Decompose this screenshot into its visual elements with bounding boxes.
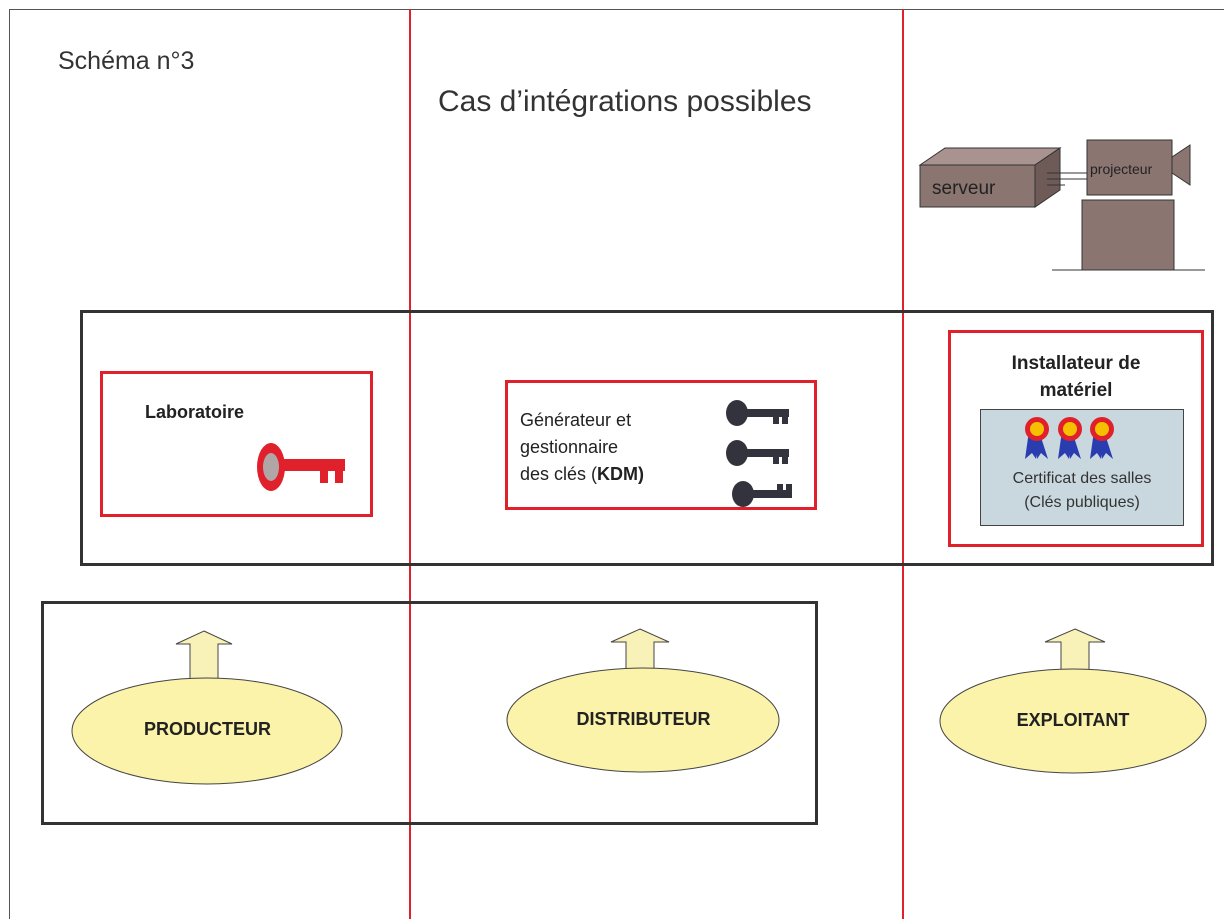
- page-frame: [9, 9, 1224, 919]
- installateur-title-line-2: matériel: [1039, 380, 1113, 401]
- distributeur-label: DISTRIBUTEUR: [576, 709, 711, 729]
- actors-band: [41, 601, 818, 825]
- generateur-line-3-suffix: ): [638, 464, 645, 484]
- certificate-line-1: Certificat des salles: [1012, 470, 1152, 487]
- dark-key-icon-2: [726, 440, 789, 466]
- dark-key-icon-1: [726, 400, 789, 426]
- projector-stand: [1081, 199, 1175, 271]
- certificate-panel: [980, 409, 1184, 526]
- producteur-ellipse: [71, 677, 343, 785]
- generateur-box: [505, 380, 817, 510]
- ribbon-icon-1: [1025, 417, 1049, 459]
- column-divider-1: [409, 9, 411, 919]
- award-ribbons-icon: [1025, 417, 1114, 459]
- exploitant-ellipse: [939, 668, 1207, 774]
- generateur-line-2: gestionnaire: [520, 437, 619, 457]
- laboratoire-box: [100, 371, 373, 517]
- integration-band: [80, 310, 1214, 566]
- ribbon-icon-2: [1058, 417, 1082, 459]
- distributeur-ellipse: [506, 667, 780, 773]
- server-projector-illustration: [918, 139, 1205, 271]
- producteur-label: PRODUCTEUR: [143, 719, 271, 739]
- projector-label: projecteur: [1090, 161, 1153, 177]
- red-key-icon: [257, 443, 345, 491]
- diagram-title: Cas d’intégrations possibles: [438, 85, 812, 118]
- installateur-title-line-1: Installateur de: [1011, 353, 1141, 374]
- server-icon: [918, 147, 1062, 208]
- key-set-icon: [726, 400, 792, 507]
- kdm-label: KDM: [597, 464, 639, 484]
- column-divider-2: [902, 9, 904, 919]
- generateur-line-3: des clés (KDM): [520, 464, 644, 485]
- certificate-line-2: (Clés publiques): [1024, 494, 1140, 511]
- generateur-line-1: Générateur et: [520, 410, 632, 430]
- laboratoire-label: Laboratoire: [145, 402, 245, 422]
- server-label: serveur: [932, 178, 996, 199]
- exploitant-label: EXPLOITANT: [1016, 710, 1130, 730]
- projector-icon: [1086, 139, 1191, 196]
- ribbon-icon-3: [1090, 417, 1114, 459]
- schema-number: Schéma n°3: [58, 47, 195, 75]
- generateur-line-3-prefix: des clés (: [520, 464, 598, 484]
- dark-key-icon-3: [732, 481, 792, 507]
